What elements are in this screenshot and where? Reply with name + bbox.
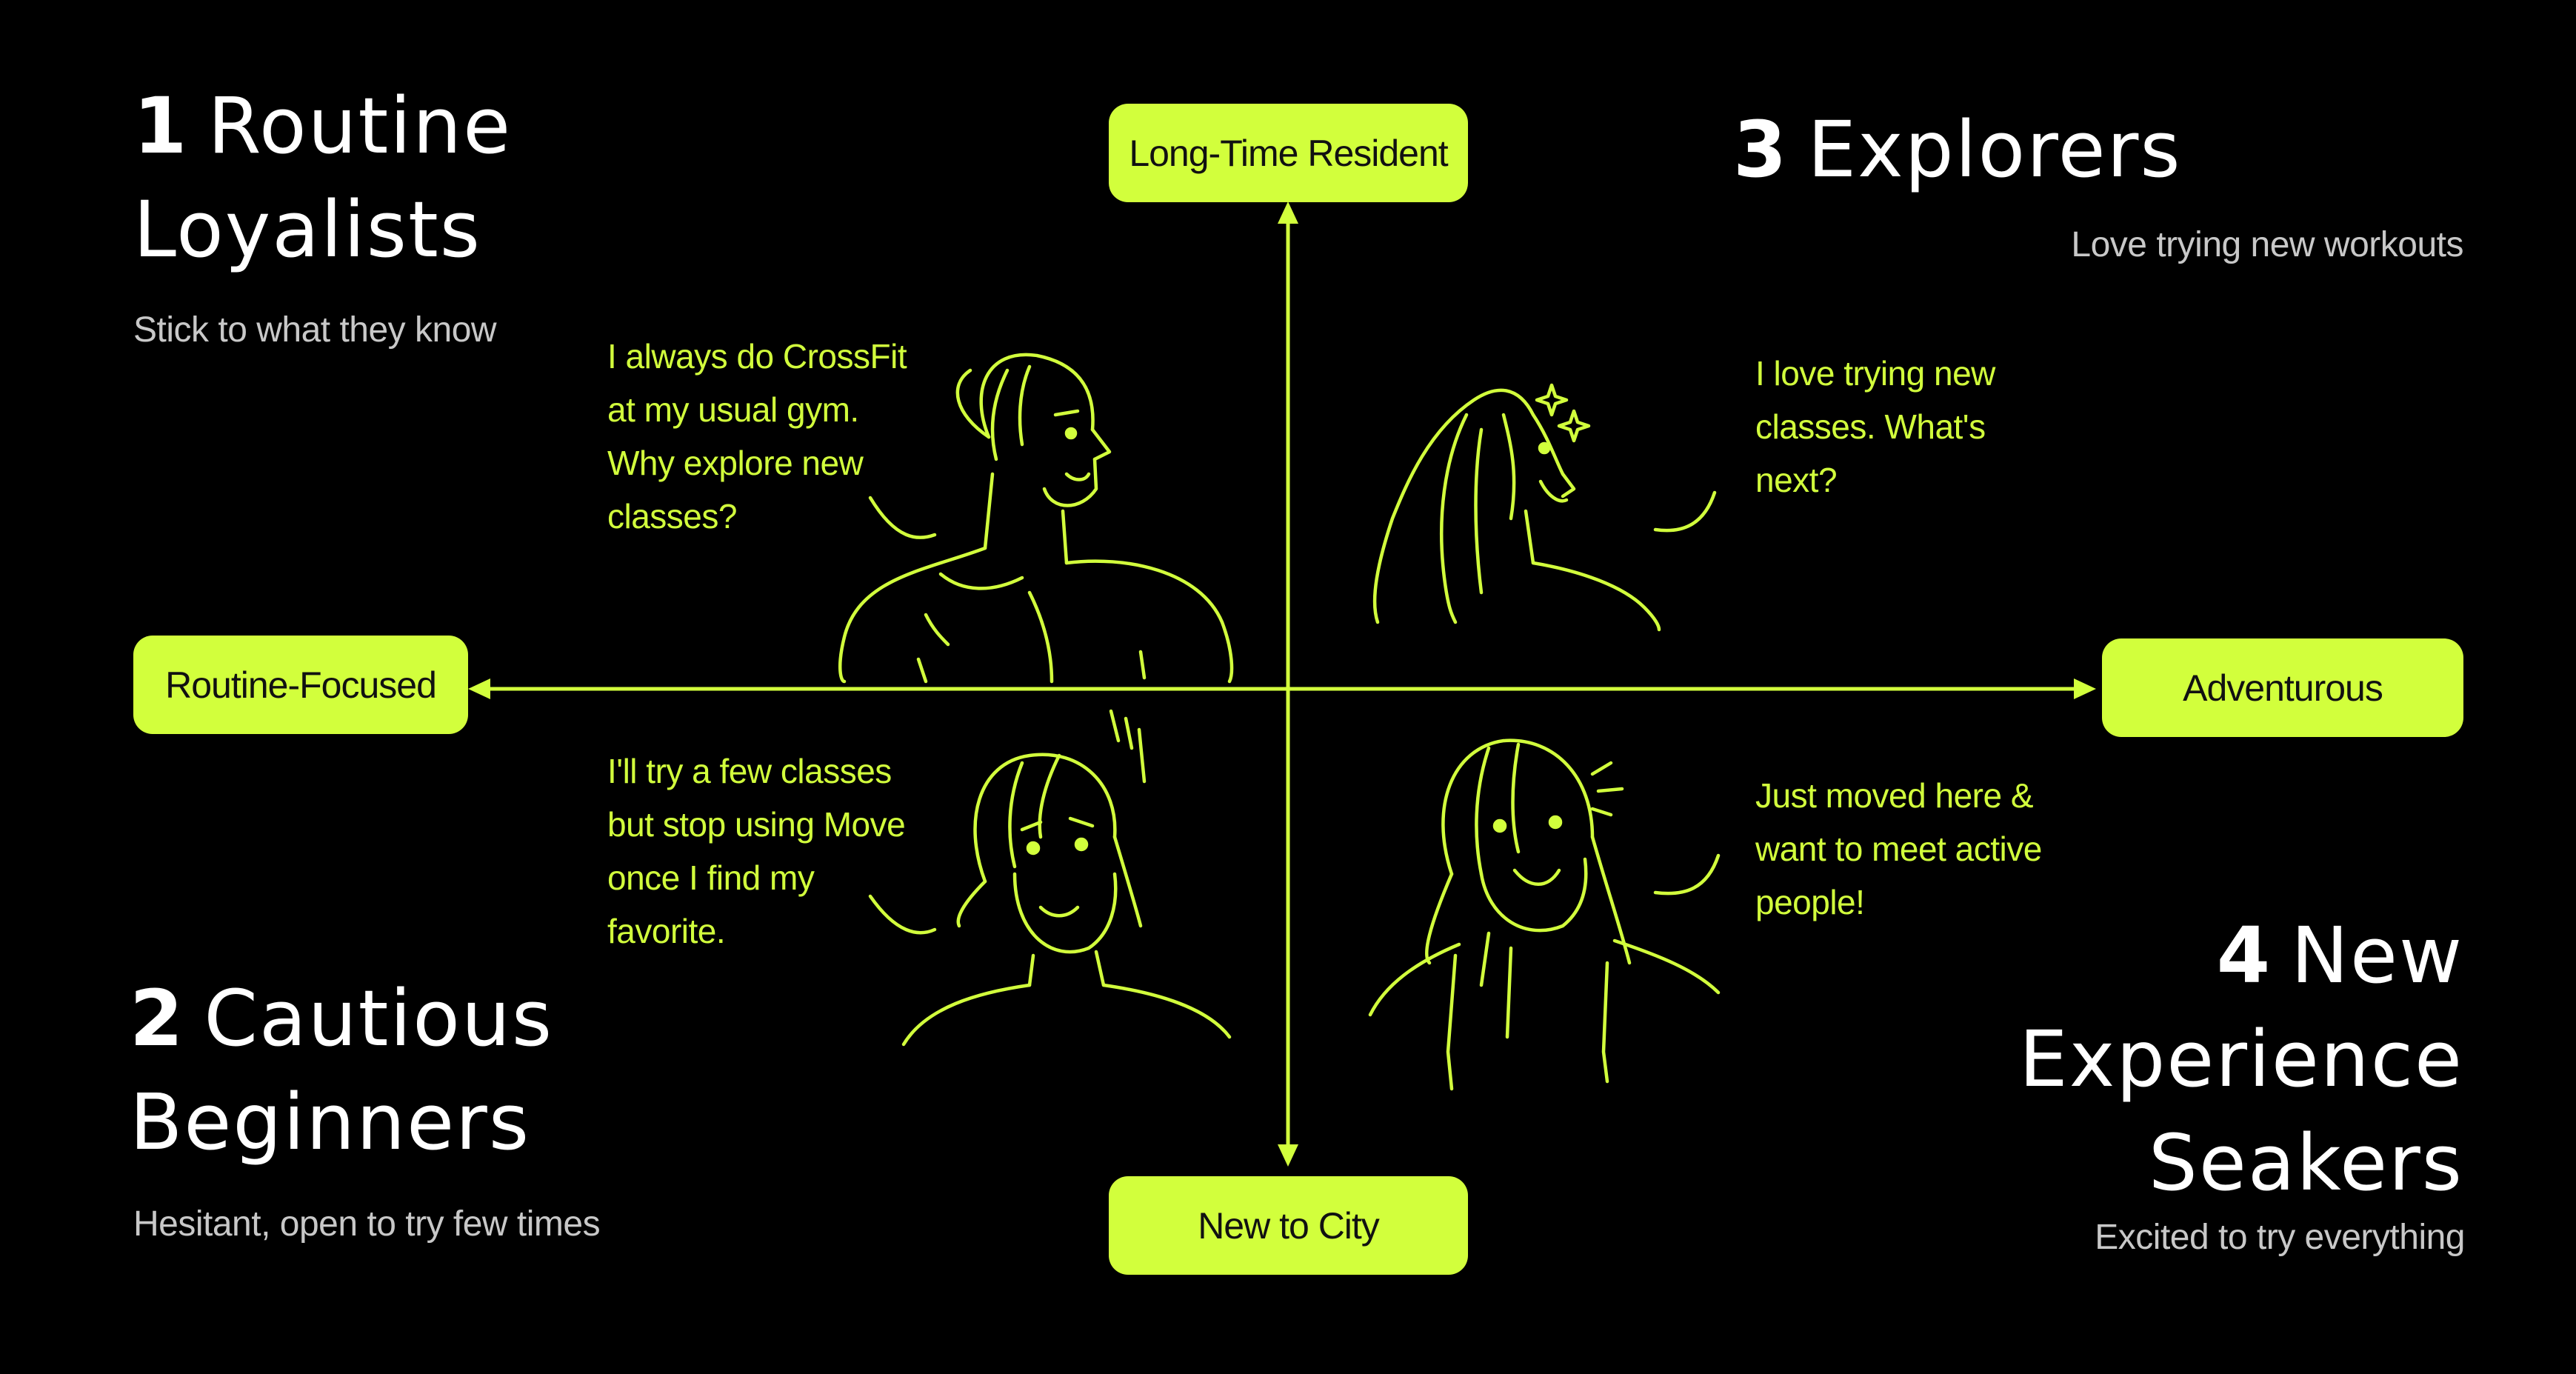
quadrant-2-title-line1: Cautious xyxy=(204,973,554,1064)
quadrant-4-title-line1: New xyxy=(2291,910,2463,1001)
quadrant-1-number: 1 xyxy=(133,81,189,171)
quote-line: Why explore new xyxy=(607,444,864,482)
axis-label-left: Routine-Focused xyxy=(133,636,468,734)
quote-line: classes. What's xyxy=(1755,407,1986,446)
arrow-up-icon xyxy=(1278,201,1298,224)
quadrant-1-subtitle: Stick to what they know xyxy=(133,310,497,350)
arrow-down-icon xyxy=(1278,1144,1298,1167)
quote-line: people! xyxy=(1755,883,1865,921)
quadrant-4-title-line3: Seakers xyxy=(2148,1118,2463,1208)
quote-line: want to meet active xyxy=(1755,830,2042,868)
worried-woman-icon xyxy=(901,709,1232,1047)
quote-line: at my usual gym. xyxy=(607,390,859,429)
axis-label-bottom: New to City xyxy=(1109,1176,1468,1275)
axis-label-top: Long-Time Resident xyxy=(1109,104,1468,202)
quote-line: I'll try a few classes xyxy=(607,752,892,790)
quadrant-3-subtitle: Love trying new workouts xyxy=(2071,225,2463,264)
quadrant-2-title-line2: Beginners xyxy=(130,1077,530,1167)
quadrant-3-title-line1: Explorers xyxy=(1807,104,2182,195)
quote-line: next? xyxy=(1755,461,1838,499)
speech-tail-q1 xyxy=(868,496,937,539)
quadrant-4-subtitle: Excited to try everything xyxy=(2095,1218,2465,1257)
quadrant-4-quote: Just moved here & want to meet active pe… xyxy=(1755,769,2042,929)
quote-line: but stop using Move xyxy=(607,805,906,844)
quadrant-4-title-line2: Experience xyxy=(2019,1014,2463,1104)
quadrant-2-number: 2 xyxy=(130,973,185,1064)
quadrant-1-quote: I always do CrossFit at my usual gym. Wh… xyxy=(607,330,907,543)
arrow-right-icon xyxy=(2074,678,2096,699)
quadrant-2-subtitle: Hesitant, open to try few times xyxy=(133,1204,601,1244)
speech-tail-q3 xyxy=(1653,490,1717,533)
axis-label-right: Adventurous xyxy=(2102,638,2463,737)
quote-line: I love trying new xyxy=(1755,354,1995,393)
quote-line: I always do CrossFit xyxy=(607,337,907,376)
speech-tail-q2 xyxy=(868,894,937,935)
quadrant-1-title-line2: Loyalists xyxy=(133,184,481,275)
quote-line: once I find my xyxy=(607,858,815,897)
speech-tail-q4 xyxy=(1653,853,1721,896)
arrow-left-icon xyxy=(468,678,490,699)
quote-line: favorite. xyxy=(607,912,726,950)
quadrant-3-quote: I love trying new classes. What's next? xyxy=(1755,347,1995,507)
muscular-man-icon xyxy=(838,353,1234,684)
quote-line: Just moved here & xyxy=(1755,776,2034,815)
smiling-woman-icon xyxy=(1368,738,1721,1091)
happy-woman-sparkles-icon xyxy=(1372,383,1661,632)
quadrant-1-title-line1: Routine xyxy=(207,81,513,171)
quadrant-2-quote: I'll try a few classes but stop using Mo… xyxy=(607,744,906,958)
quadrant-4-number: 4 xyxy=(2216,910,2272,1001)
quadrant-3-number: 3 xyxy=(1733,104,1789,195)
quote-line: classes? xyxy=(607,497,737,536)
